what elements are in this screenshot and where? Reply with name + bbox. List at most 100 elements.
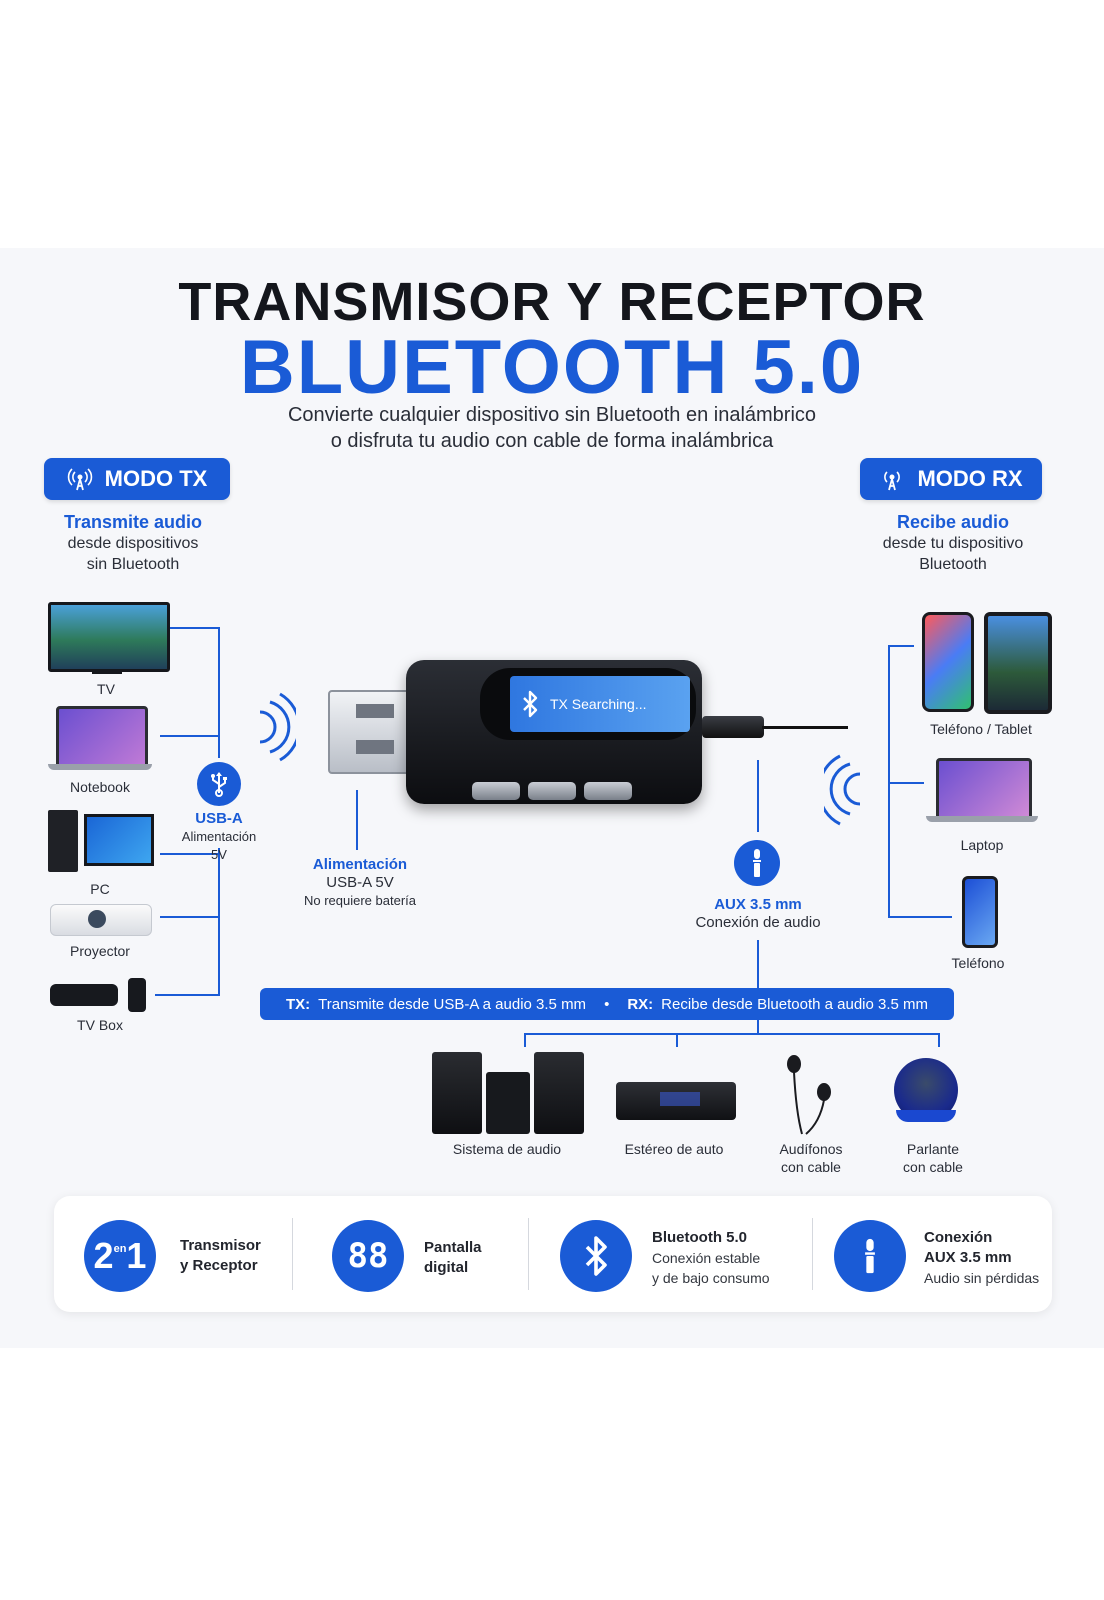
aux-circle	[734, 840, 780, 886]
notebook-image	[56, 706, 148, 768]
tvbox-image	[50, 984, 118, 1006]
usb-icon	[211, 772, 227, 797]
bar-tx-label: TX:	[285, 995, 311, 1013]
play-pause-button[interactable]	[528, 782, 576, 800]
device-label-tvbox: TV Box	[77, 1017, 123, 1033]
pc-monitor-image	[84, 814, 154, 866]
signal-waves-icon	[259, 692, 296, 762]
tx-headline: Transmite audio	[63, 512, 203, 532]
icon-text: 2	[93, 1235, 114, 1276]
icon-text: 1	[126, 1235, 147, 1276]
mode-summary-bar: TX: Transmite desde USB-A a audio 3.5 mm…	[260, 988, 954, 1020]
feature-divider	[528, 1218, 529, 1290]
stereo-unit-image	[486, 1072, 530, 1134]
power-pointer-line	[356, 790, 358, 850]
usb-plug-slot	[356, 704, 394, 718]
aux-line-1: Conexión de audio	[695, 914, 821, 931]
projector-lens	[88, 910, 106, 928]
bluetooth-icon	[523, 690, 538, 718]
plus-button[interactable]	[584, 782, 632, 800]
branch-line	[524, 1033, 940, 1035]
output-label-speaker: Parlante con cable	[878, 1140, 988, 1176]
device-label-phone-tablet: Teléfono / Tablet	[930, 721, 1032, 737]
feature-line: digital	[424, 1259, 469, 1276]
feature-divider	[292, 1218, 293, 1290]
phone-image	[962, 876, 998, 948]
rx-headline: Recibe audio	[896, 512, 1010, 532]
usb-caption: USB-A Alimentación 5V	[164, 810, 274, 864]
broadcast-icon	[884, 471, 901, 491]
rx-desc-line-2: Bluetooth	[919, 556, 987, 573]
aux-title: AUX 3.5 mm	[714, 896, 802, 913]
bar-rx-text: Recibe desde Bluetooth a audio 3.5 mm	[661, 995, 929, 1013]
output-label-line: Estéreo de auto	[624, 1141, 724, 1157]
pc-tower-image	[48, 810, 78, 872]
feature-line: y de bajo consumo	[652, 1270, 770, 1286]
aux-cable	[762, 726, 848, 729]
output-label-earphones: Audífonos con cable	[756, 1140, 866, 1176]
device-label-pc: PC	[90, 881, 110, 897]
feature-line: Bluetooth 5.0	[652, 1229, 748, 1246]
output-label-line: con cable	[781, 1159, 841, 1175]
aux-to-bar-line	[757, 940, 759, 988]
rx-connector-vertical	[888, 645, 890, 917]
bar-tx-text: Transmite desde USB-A a audio 3.5 mm	[318, 995, 587, 1013]
feature-line: Transmisor	[180, 1237, 261, 1254]
rx-mode-label: MODO RX	[917, 466, 1023, 491]
usb-plug-slot	[356, 740, 394, 754]
power-title: Alimentación	[312, 856, 408, 873]
rx-description: Recibe audio desde tu dispositivo Blueto…	[846, 512, 1060, 575]
rx-desc-line-1: desde tu dispositivo	[882, 535, 1024, 552]
laptop-base	[926, 816, 1038, 822]
output-label-car-stereo: Estéreo de auto	[604, 1140, 744, 1158]
portable-speaker-base	[896, 1110, 956, 1122]
audio-jack-icon	[753, 849, 761, 877]
feature-line: Audio sin pérdidas	[924, 1270, 1040, 1286]
output-label-line: Parlante	[906, 1141, 960, 1157]
tx-mode-badge: MODO TX	[44, 458, 230, 500]
tx-connector	[155, 994, 220, 996]
device-label-phone: Teléfono	[951, 955, 1005, 971]
usb-line-2: 5V	[211, 847, 227, 862]
aux-caption: AUX 3.5 mm Conexión de audio	[670, 896, 846, 932]
device-screen: TX Searching...	[510, 676, 690, 732]
device-label-projector: Proyector	[70, 943, 130, 959]
branch-line	[757, 1020, 759, 1034]
icon-text: en	[113, 1243, 127, 1255]
tvbox-remote	[128, 978, 146, 1012]
laptop-image	[936, 758, 1032, 820]
aux-pointer-line	[757, 760, 759, 832]
feature-line: Conexión	[924, 1229, 993, 1246]
tx-mode-label: MODO TX	[104, 466, 208, 491]
output-label-line: Audífonos	[779, 1141, 843, 1157]
usb-circle	[197, 762, 241, 806]
tx-desc-line-2: sin Bluetooth	[86, 556, 180, 573]
feature-line: AUX 3.5 mm	[924, 1249, 1012, 1266]
feature-line: y Receptor	[180, 1257, 258, 1274]
bluetooth-feature-icon	[560, 1220, 632, 1292]
usb-title: USB-A	[195, 810, 243, 827]
output-label-audio-system: Sistema de audio	[432, 1140, 582, 1158]
tx-connector	[160, 853, 220, 855]
tablet-image	[984, 612, 1052, 714]
power-line-2: No requiere batería	[303, 893, 416, 908]
feature-aux: Conexión AUX 3.5 mm Audio sin pérdidas	[924, 1228, 1052, 1288]
tx-connector	[160, 916, 220, 918]
device-label-tv: TV	[97, 681, 115, 697]
subtitle-line-2: o disfruta tu audio con cable de forma i…	[330, 430, 774, 452]
output-label-line: Sistema de audio	[452, 1141, 562, 1157]
branch-line	[524, 1033, 526, 1047]
title-line-2: BLUETOOTH 5.0	[239, 325, 865, 410]
minus-button[interactable]	[472, 782, 520, 800]
earphones-image	[787, 1055, 831, 1135]
tv-image	[48, 602, 170, 672]
output-label-line: con cable	[903, 1159, 963, 1175]
rx-connector	[888, 645, 914, 647]
device-label-notebook: Notebook	[70, 779, 130, 795]
screen-status-text: TX Searching...	[550, 696, 647, 712]
feature-digital-display: Pantalla digital	[424, 1238, 514, 1278]
feature-transmitter-receiver: Transmisor y Receptor	[180, 1236, 290, 1276]
subtitle-line-1: Convierte cualquier dispositivo sin Blue…	[287, 404, 817, 426]
audio-jack-icon	[865, 1238, 875, 1274]
